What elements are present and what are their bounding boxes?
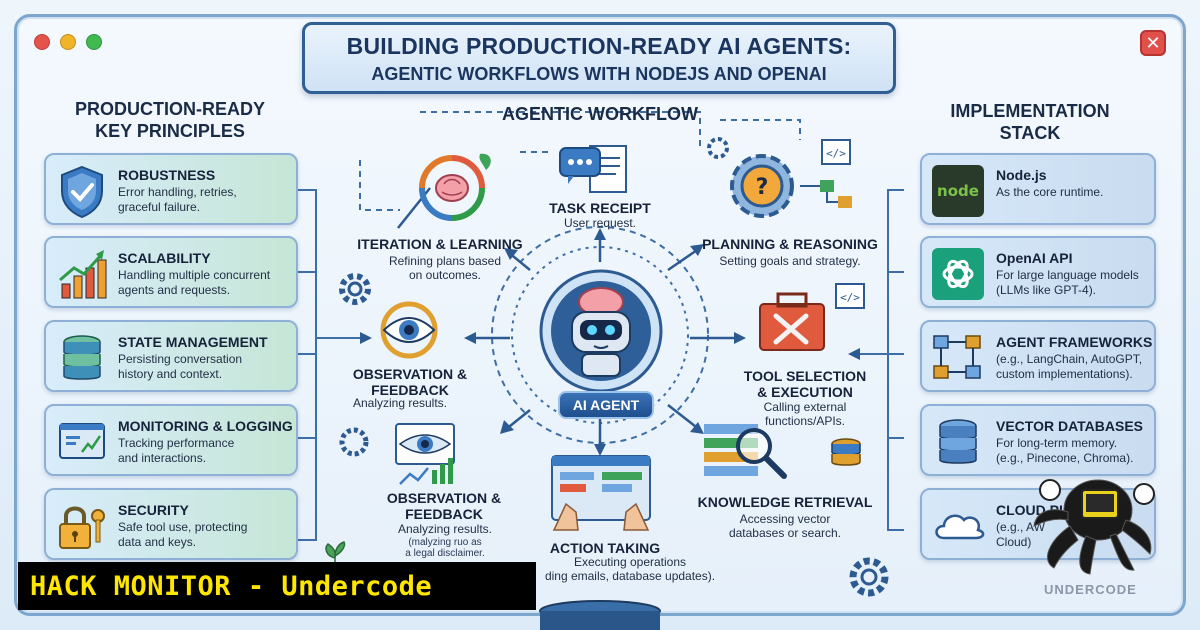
node-knowledge-desc: Accessing vector databases or search. <box>728 512 842 540</box>
stack-card-openai: OpenAI API For large language models (LL… <box>920 236 1156 308</box>
card-title: AGENT FRAMEWORKS <box>996 334 1153 350</box>
close-button[interactable]: ✕ <box>1140 30 1166 56</box>
window-maximize-dot[interactable] <box>86 34 102 50</box>
principle-card-security: SECURITY Safe tool use, protecting data … <box>44 488 298 560</box>
card-title: SECURITY <box>118 502 189 518</box>
card-description: For large language models (LLMs like GPT… <box>996 268 1139 297</box>
node-planning-title: PLANNING & REASONING <box>702 236 878 252</box>
watermark: UNDERCODE <box>1044 582 1137 597</box>
node-observation-desc: Analyzing results. <box>352 396 448 410</box>
monitor-chart-icon <box>56 414 108 472</box>
stack-card-vector-databases: VECTOR DATABASES For long-term memory. (… <box>920 404 1156 476</box>
principle-card-monitoring: MONITORING & LOGGING Tracking performanc… <box>44 404 298 476</box>
card-title: VECTOR DATABASES <box>996 418 1144 434</box>
card-description: (e.g., AW Cloud) <box>996 520 1045 549</box>
node-tool-selection-title: TOOL SELECTION & EXECUTION <box>743 368 867 400</box>
node-task-receipt-title: TASK RECEIPT <box>549 200 651 216</box>
node-knowledge-title: KNOWLEDGE RETRIEVAL <box>697 494 873 510</box>
card-description: Handling multiple concurrent agents and … <box>118 268 271 297</box>
node-action-desc: Executing operations ding emails, databa… <box>544 555 716 583</box>
openai-icon <box>930 246 986 302</box>
card-description: Tracking performance and interactions. <box>118 436 235 465</box>
node-action-title: ACTION TAKING <box>549 540 661 556</box>
card-description: Error handling, retries, graceful failur… <box>118 185 237 214</box>
svg-text:</>: </> <box>840 291 860 304</box>
shield-check-icon <box>56 163 108 221</box>
stack-card-nodejs: node Node.js As the core runtime. <box>920 153 1156 225</box>
chat-document-icon <box>559 145 627 193</box>
card-title: ROBUSTNESS <box>118 167 216 183</box>
nodejs-logo-text: node <box>937 182 979 200</box>
right-column-heading: IMPLEMENTATION STACK <box>950 101 1110 143</box>
node-iteration-title: ITERATION & LEARNING <box>357 236 523 252</box>
eye-icon <box>380 301 438 359</box>
database-icon <box>930 414 986 470</box>
card-description: Safe tool use, protecting data and keys. <box>118 520 248 549</box>
svg-text:</>: </> <box>826 147 846 160</box>
card-title: SCALABILITY <box>118 250 211 266</box>
title-line1: BUILDING PRODUCTION-READY AI AGENTS: <box>346 33 852 59</box>
card-description: For long-term memory. (e.g., Pinecone, C… <box>996 436 1134 465</box>
hack-monitor-banner: HACK MONITOR - Undercode <box>18 562 536 610</box>
node-tool-selection-desc: Calling external functions/APIs. <box>763 400 847 428</box>
magnifier-docs-icon <box>704 424 861 479</box>
window-close-dot[interactable] <box>34 34 50 50</box>
principle-card-state-management: STATE MANAGEMENT Persisting conversation… <box>44 320 298 392</box>
cloud-icon <box>930 498 986 554</box>
title-line2: AGENTIC WORKFLOWS WITH NODEJS AND OPENAI <box>371 64 827 84</box>
window-controls <box>34 34 102 50</box>
card-title: Node.js <box>996 167 1047 183</box>
principle-card-robustness: ROBUSTNESS Error handling, retries, grac… <box>44 153 298 225</box>
database-icon <box>56 330 108 388</box>
workflow-heading: AGENTIC WORKFLOW <box>502 104 698 124</box>
pedestal-decoration <box>539 600 661 630</box>
flowchart-icon <box>930 330 986 386</box>
eye-chart-icon <box>339 423 455 485</box>
title-banner: BUILDING PRODUCTION-READY AI AGENTS: AGE… <box>302 22 896 94</box>
card-title: STATE MANAGEMENT <box>118 334 268 350</box>
gear-icon <box>339 273 371 305</box>
brain-cycle-icon <box>419 153 491 221</box>
node-task-receipt-desc: User request. <box>563 216 637 230</box>
svg-text:?: ? <box>756 175 769 200</box>
node-observation2-title: OBSERVATION & FEEDBACK <box>386 490 502 522</box>
hands-screen-icon <box>551 455 651 531</box>
lock-key-icon <box>56 498 108 556</box>
card-description: (e.g., LangChain, AutoGPT, custom implem… <box>996 352 1143 381</box>
ai-agent-badge: AI AGENT <box>558 391 654 419</box>
node-observation2-note: (malyzing ruo as a legal disclaimer. <box>405 537 485 559</box>
window-minimize-dot[interactable] <box>60 34 76 50</box>
card-title: OpenAI API <box>996 250 1073 266</box>
gear-question-icon: ? </> <box>707 137 852 218</box>
left-column-heading: PRODUCTION-READY KEY PRINCIPLES <box>74 99 265 141</box>
stack-card-agent-frameworks: AGENT FRAMEWORKS (e.g., LangChain, AutoG… <box>920 320 1156 392</box>
octopus-hacker-icon <box>1033 479 1155 575</box>
node-planning-desc: Setting goals and strategy. <box>719 254 861 268</box>
bar-chart-icon <box>56 246 108 304</box>
principle-card-scalability: SCALABILITY Handling multiple concurrent… <box>44 236 298 308</box>
node-observation-title: OBSERVATION & FEEDBACK <box>352 366 468 398</box>
card-title: MONITORING & LOGGING <box>118 418 293 434</box>
robot-agent-icon <box>539 269 663 393</box>
node-iteration-desc: Refining plans based on outcomes. <box>388 254 502 282</box>
gear-icon <box>849 557 889 597</box>
card-description: As the core runtime. <box>996 185 1104 199</box>
card-description: Persisting conversation history and cont… <box>118 352 243 381</box>
toolbox-icon: </> <box>759 283 865 351</box>
nodejs-icon: node <box>930 163 986 219</box>
node-observation2-desc: Analyzing results. <box>397 522 493 536</box>
